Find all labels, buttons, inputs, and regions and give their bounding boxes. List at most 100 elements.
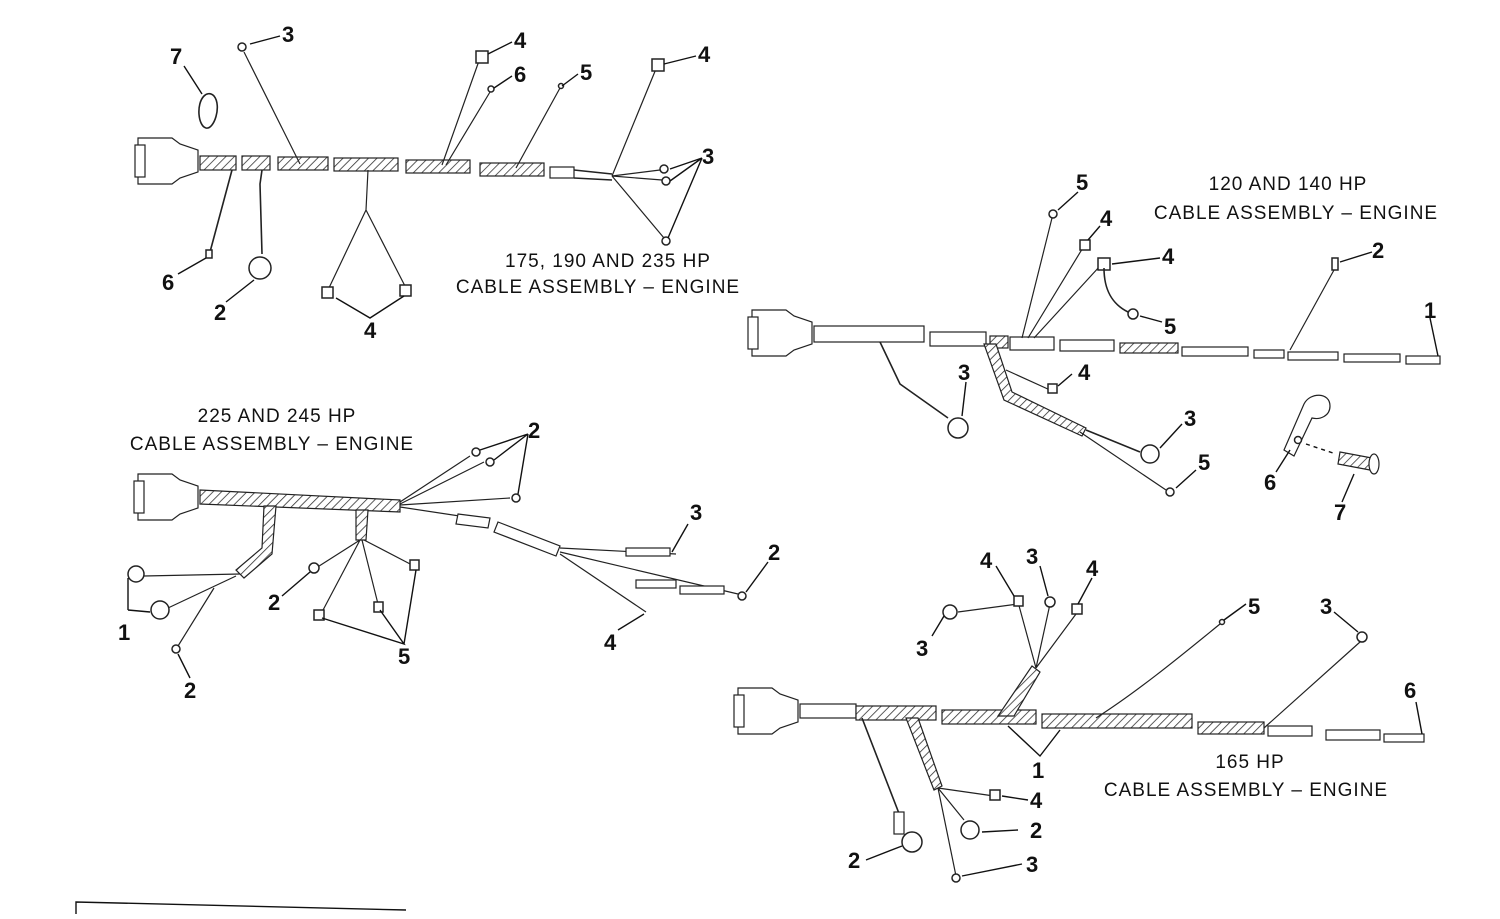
- assembly-d-caption: 165 HP CABLE ASSEMBLY – ENGINE: [1104, 752, 1387, 801]
- callout-number: 1: [1032, 758, 1044, 783]
- callout-number: 5: [1164, 314, 1176, 339]
- ring-terminal: [951, 873, 961, 883]
- leader-line: [995, 565, 1015, 597]
- assembly-c-callouts: 2 3 2 2 1 2 5 4: [118, 418, 780, 703]
- leader-line: [671, 523, 689, 553]
- callout-number: 2: [268, 590, 280, 615]
- harness-b-sheath: [983, 343, 1087, 437]
- leader-line: [1223, 603, 1247, 621]
- spade-terminal: [1079, 239, 1091, 251]
- ring-terminal: [127, 565, 145, 583]
- callout-number: 5: [580, 60, 592, 85]
- ring-terminal: [947, 417, 969, 439]
- harness-a-wire: [515, 87, 561, 169]
- ring-terminal: [960, 820, 980, 840]
- leader-line: [961, 863, 1023, 877]
- harness-d-sheath: [996, 665, 1041, 717]
- bullet-terminal: [205, 249, 213, 259]
- ring-terminal: [471, 447, 481, 457]
- ring-terminal: [511, 493, 521, 503]
- callout-number: 4: [364, 318, 377, 343]
- callout-number: 3: [1026, 852, 1038, 877]
- ring-terminal: [661, 236, 671, 246]
- leader-line: [249, 35, 281, 45]
- harness-b-wire: [1005, 369, 1167, 491]
- harness-d-segment: [1041, 713, 1193, 729]
- harness-c-sheath: [199, 489, 401, 513]
- callout-number: 2: [848, 848, 860, 873]
- callout-number: 4: [1100, 206, 1113, 231]
- callout-number: 4: [980, 548, 993, 573]
- harness-c-wire: [143, 573, 241, 647]
- callout-number: 3: [702, 144, 714, 169]
- leader-line: [1039, 565, 1049, 597]
- assembly-d-caption-line: 165 HP: [1215, 752, 1284, 773]
- assembly-c-caption-line: 225 AND 245 HP: [198, 406, 357, 427]
- harness-b-wire: [879, 341, 949, 419]
- spade-terminal: [1071, 603, 1083, 615]
- harness-d-connector-nut: [733, 694, 745, 728]
- spade-terminal: [373, 601, 384, 613]
- leader-line: [225, 279, 255, 303]
- harness-a-segment: [405, 159, 471, 174]
- harness-b-segment: [1181, 346, 1249, 357]
- ring-terminal: [1140, 444, 1160, 464]
- harness-c-sheath: [355, 509, 369, 541]
- assembly-c-caption-line: CABLE ASSEMBLY – ENGINE: [130, 434, 414, 455]
- harness-d-segment: [799, 703, 857, 719]
- harness-a-connector-nut: [134, 144, 146, 178]
- ring-terminal: [1044, 596, 1056, 608]
- leader-line: [865, 845, 903, 861]
- ring-terminal: [661, 176, 671, 186]
- leader-line: [1001, 795, 1029, 801]
- bullet-terminal: [1048, 209, 1058, 219]
- leader-line: [177, 653, 191, 679]
- leader-line: [321, 569, 417, 646]
- leader-line: [1305, 443, 1337, 455]
- ring-terminal: [1127, 308, 1139, 320]
- leader-line: [1429, 317, 1439, 357]
- harness-d-wire: [861, 717, 901, 817]
- harness-a-wire: [243, 51, 301, 165]
- harness-c-wire: [399, 455, 511, 521]
- callout-number: 5: [398, 644, 410, 669]
- leader-line: [1415, 701, 1423, 735]
- leader-line: [1057, 373, 1073, 387]
- leader-line: [1339, 251, 1373, 263]
- callout-number: 4: [514, 28, 527, 53]
- harness-b-segment: [1253, 349, 1285, 359]
- ring-terminal: [171, 644, 181, 654]
- bullet-terminal: [679, 585, 725, 595]
- clip-hole: [1293, 435, 1303, 445]
- callout-number: 3: [1184, 406, 1196, 431]
- leader-line: [493, 75, 513, 89]
- callout-number: 1: [1424, 298, 1436, 323]
- assembly-a-drawing: [134, 35, 703, 319]
- assembly-b-caption-line: CABLE ASSEMBLY – ENGINE: [1154, 203, 1438, 224]
- harness-a-wire: [327, 169, 407, 291]
- callout-number: 2: [528, 418, 540, 443]
- harness-b-segment: [1287, 351, 1339, 361]
- screw-head: [1368, 453, 1380, 475]
- callout-number: 4: [1086, 556, 1099, 581]
- leader-line: [487, 41, 513, 55]
- spade-terminal: [399, 284, 412, 297]
- harness-a-segment: [241, 155, 271, 171]
- callout-number: 5: [1076, 170, 1088, 195]
- leader-line: [1139, 315, 1163, 323]
- ring-terminal: [308, 562, 320, 574]
- callout-number: 2: [1030, 818, 1042, 843]
- ring-terminal: [659, 164, 669, 174]
- leader-line: [667, 157, 703, 239]
- ring-terminal: [901, 831, 923, 853]
- leader-line: [335, 295, 405, 319]
- harness-b-segment: [1059, 339, 1115, 352]
- callout-number: 5: [1198, 450, 1210, 475]
- harness-b-segment: [1119, 342, 1179, 354]
- harness-d-wire: [937, 787, 995, 877]
- harness-d-segment: [855, 705, 937, 721]
- harness-a-wire: [259, 169, 263, 255]
- harness-c-sheath: [235, 505, 277, 579]
